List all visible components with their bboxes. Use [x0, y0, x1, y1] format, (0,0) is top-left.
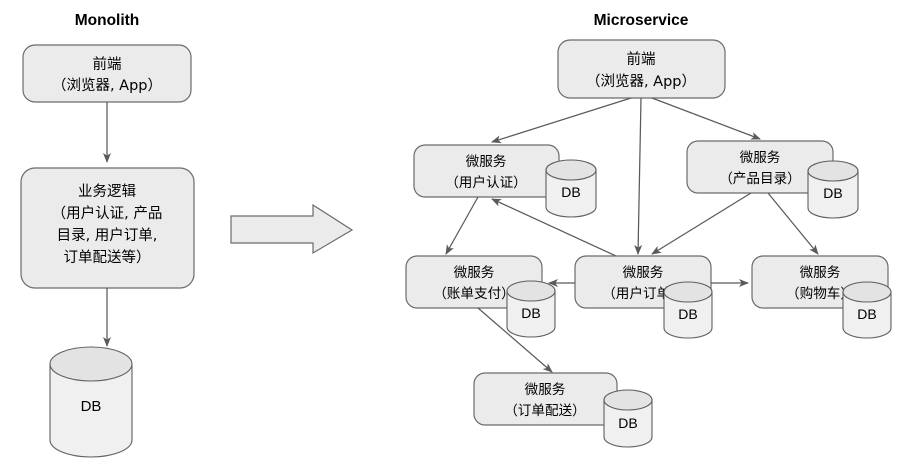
edge-frontend-to-auth — [491, 97, 632, 144]
microservice-frontend-line2: （浏览器, App） — [586, 73, 696, 90]
service-catalog-line2: （产品目录） — [719, 171, 801, 187]
service-db-label-billing: DB — [521, 305, 540, 321]
edge-order-to-auth — [491, 198, 617, 257]
monolith-frontend-line1: 前端 — [93, 56, 122, 73]
monolith-logic-line1: 业务逻辑 — [78, 183, 136, 200]
service-db-label-cart: DB — [857, 306, 876, 322]
monolith-db-label: DB — [81, 398, 102, 415]
edge-frontend-to-catalog — [651, 97, 761, 140]
service-billing-line2: （账单支付） — [433, 286, 515, 302]
edge-billing-to-delivery — [477, 307, 553, 373]
service-catalog-line1: 微服务 — [740, 150, 781, 166]
service-db-cart[interactable]: DB — [842, 281, 892, 339]
panel-title-microservice: Microservice — [594, 12, 689, 29]
microservice-frontend-box[interactable] — [557, 39, 726, 99]
monolith-frontend-line2: （浏览器, App） — [52, 77, 162, 94]
service-delivery-line1: 微服务 — [525, 382, 566, 398]
monolith-logic-line3: 目录, 用户订单, — [57, 227, 158, 244]
service-auth-line1: 微服务 — [466, 154, 507, 170]
microservice-frontend-line1: 前端 — [627, 51, 656, 68]
edge-auth-to-billing — [445, 196, 479, 255]
monolith-db-cylinder[interactable]: DB — [49, 346, 133, 458]
panel-title-monolith: Monolith — [75, 12, 140, 29]
service-db-label-catalog: DB — [823, 185, 842, 201]
service-auth-line2: （用户认证） — [445, 174, 527, 191]
service-billing-line1: 微服务 — [454, 265, 495, 281]
service-db-billing[interactable]: DB — [506, 280, 556, 338]
service-db-catalog[interactable]: DB — [807, 160, 859, 219]
service-db-label-auth: DB — [561, 184, 580, 200]
service-db-order[interactable]: DB — [663, 281, 713, 339]
service-db-auth[interactable]: DB — [545, 159, 597, 218]
service-order-line1: 微服务 — [623, 265, 664, 281]
service-cart-line2: （购物车） — [786, 285, 854, 302]
service-cart-line1: 微服务 — [800, 265, 841, 281]
edge-catalog-to-order — [651, 192, 752, 255]
service-order-line2: （用户订单） — [602, 285, 684, 302]
service-db-label-order: DB — [678, 306, 697, 322]
service-db-delivery[interactable]: DB — [603, 389, 653, 448]
monolith-logic-line2: （用户认证, 产品 — [52, 205, 163, 222]
transition-arrow-icon — [230, 203, 354, 255]
edge-frontend-to-order — [634, 97, 643, 255]
service-delivery-line2: （订单配送） — [504, 403, 586, 419]
monolith-logic-line4: 订单配送等） — [64, 248, 151, 266]
edge-catalog-to-cart — [767, 192, 819, 255]
service-db-label-delivery: DB — [618, 415, 637, 431]
